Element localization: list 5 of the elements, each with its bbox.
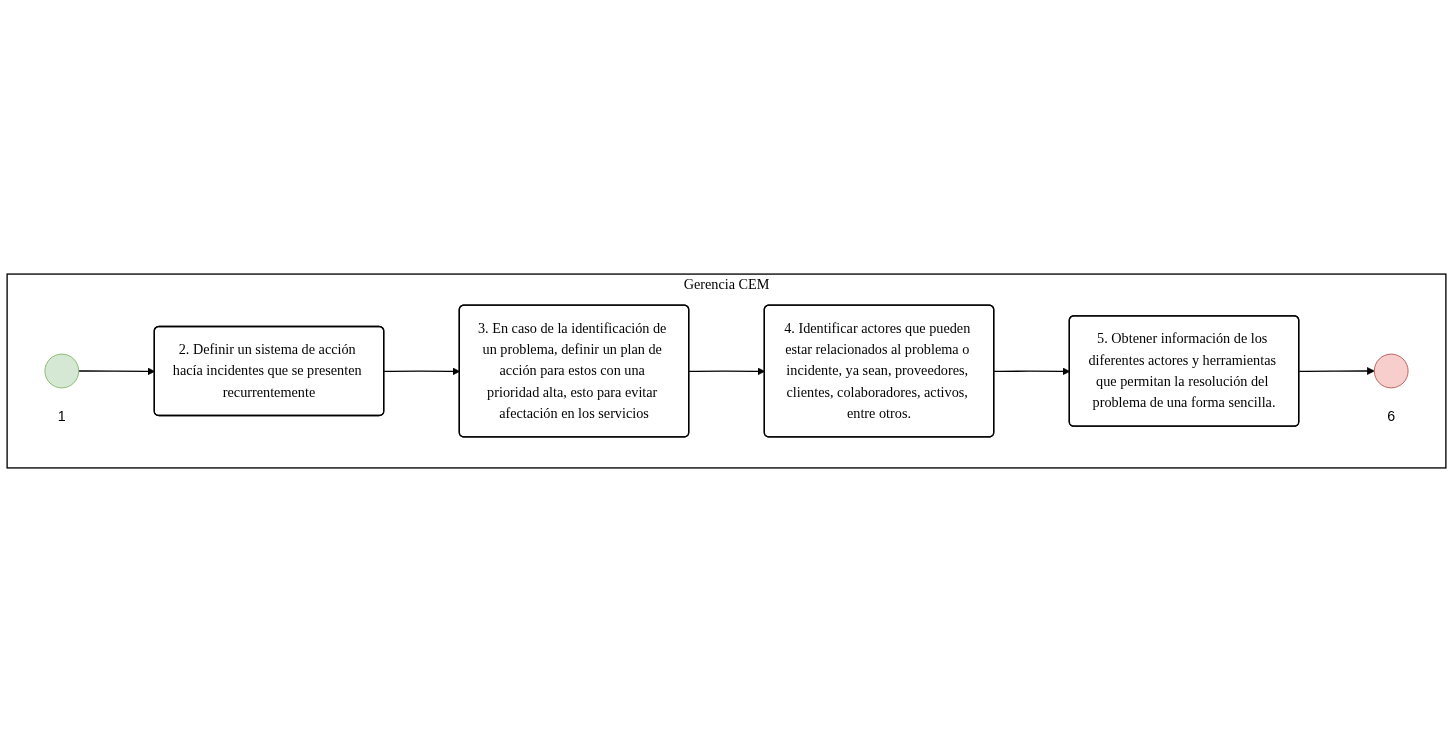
step-number: 6 [1387, 407, 1396, 424]
node-circle [1373, 353, 1409, 389]
node-circle [44, 353, 80, 389]
arrow [1298, 367, 1375, 375]
step-number: 1 [57, 407, 66, 424]
